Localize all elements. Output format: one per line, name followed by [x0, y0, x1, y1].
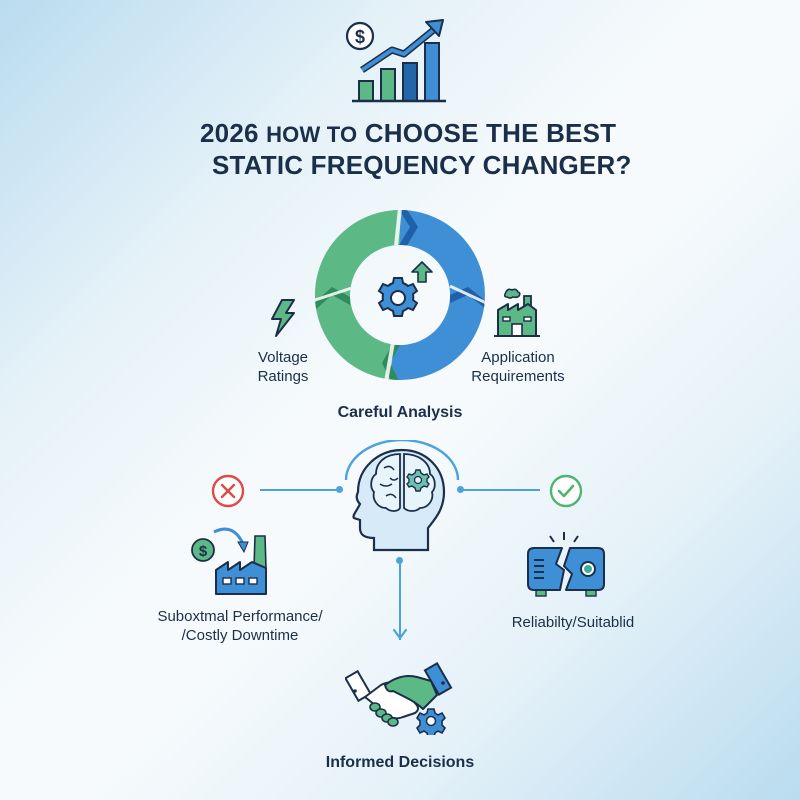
brain-head-gear-icon	[340, 440, 464, 552]
connector-right-dot	[457, 486, 464, 493]
broken-machine-icon	[520, 530, 612, 602]
careful-analysis-caption: Careful Analysis	[337, 404, 463, 421]
title-line-2: STATIC FREQUENCY CHANGER?	[212, 150, 632, 180]
connector-left-line	[260, 489, 340, 491]
connector-left-dot	[336, 486, 343, 493]
informed-decisions-label: Informed Decisions	[325, 754, 475, 771]
factory-cost-icon: $	[186, 520, 272, 596]
negative-label-line1: Suboxtmal Performance/	[157, 608, 323, 625]
application-label-line1: Application	[481, 349, 555, 366]
factory-icon	[494, 286, 540, 340]
arrow-down-icon	[392, 628, 408, 642]
connector-down-line	[399, 560, 401, 640]
svg-text:$: $	[355, 27, 365, 47]
x-circle-icon	[211, 474, 245, 508]
growth-chart-dollar-icon: $	[340, 14, 450, 104]
svg-text:$: $	[199, 543, 208, 560]
lightning-bolt-icon	[268, 298, 298, 338]
title-line-1: 2026 HOW TO CHOOSE THE BEST	[200, 118, 616, 149]
connector-right-line	[460, 489, 540, 491]
title-year: 2026	[200, 118, 259, 148]
voltage-ratings-label: Voltage Ratings	[240, 348, 326, 386]
voltage-label-line1: Voltage	[257, 349, 309, 366]
voltage-label-line2: Ratings	[257, 368, 309, 385]
application-label-line2: Requirements	[471, 368, 565, 385]
negative-label-line2: /Costly Downtime	[181, 627, 299, 644]
title-howto: HOW TO	[266, 122, 358, 147]
reliability-label: Reliabilty/Suitablid	[511, 614, 635, 631]
handshake-gear-icon	[345, 655, 455, 735]
cycle-ring-diagram	[310, 205, 490, 385]
check-circle-icon	[549, 474, 583, 508]
gear-up-arrow-icon	[370, 258, 440, 328]
application-requirements-label: Application Requirements	[466, 348, 570, 386]
suboptimal-performance-label: Suboxtmal Performance/ /Costly Downtime	[130, 607, 350, 645]
connector-down-dot	[396, 557, 403, 564]
title-rest: CHOOSE THE BEST	[364, 118, 617, 148]
